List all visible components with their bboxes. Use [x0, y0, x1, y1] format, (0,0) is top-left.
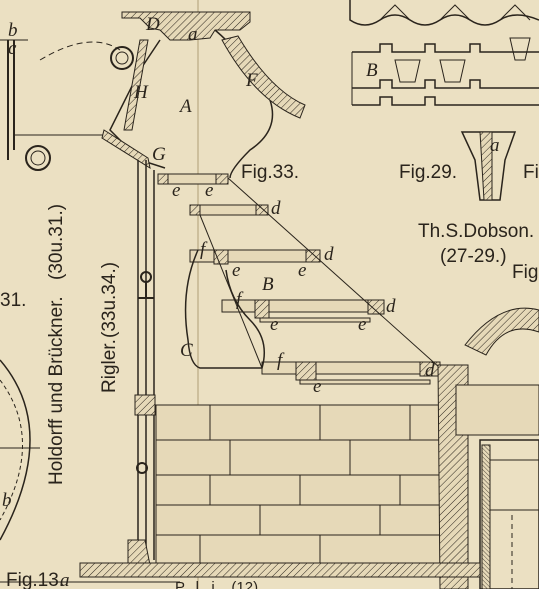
letter-C: C	[180, 340, 193, 361]
letter-e-4: e	[298, 260, 306, 281]
fig-cut-right: Fi	[523, 162, 539, 183]
number-31: 31.	[0, 290, 26, 311]
fig13-caption: Fig.13.	[6, 570, 64, 589]
labels: Fig.33. Fig.29. Fi Fig Th.S.Dobson. (27-…	[0, 14, 539, 589]
letter-e-2: e	[205, 180, 213, 201]
letter-e-6: e	[358, 314, 366, 335]
fig-cut-right-2: Fig	[512, 262, 538, 283]
letter-f-1: f	[200, 239, 208, 260]
letter-e-5: e	[270, 314, 278, 335]
letter-H: H	[133, 82, 149, 103]
letter-e-7: e	[313, 376, 321, 397]
letter-B-dobson: B	[366, 60, 378, 81]
holdorff-ref: (30u.31.)	[46, 204, 67, 280]
letter-f-2: f	[236, 289, 244, 310]
letter-d-1: d	[271, 198, 281, 219]
rigler-figure-33	[0, 11, 539, 589]
letter-A: A	[178, 96, 192, 117]
dobson-author: Th.S.Dobson.	[418, 221, 534, 242]
letter-b-left: b	[8, 20, 18, 41]
letter-a-top: a	[188, 24, 198, 45]
dobson-ref: (27-29.)	[440, 246, 507, 267]
fig29-caption: Fig.29.	[399, 162, 457, 183]
letter-d-4: d	[425, 360, 435, 381]
dobson-figure-top	[349, 0, 539, 26]
letter-e-3: e	[232, 260, 240, 281]
letter-b-lower: b	[2, 490, 12, 511]
letter-D: D	[145, 14, 160, 35]
holdorff-author: Holdorff und Brückner.	[46, 296, 67, 485]
letter-a-fig29: a	[490, 135, 500, 156]
rigler-ref: (33u.34.)	[99, 262, 120, 338]
letter-a-bottom: a	[60, 570, 70, 589]
fig33-caption: Fig.33.	[241, 162, 299, 183]
dobson-figure-29	[460, 131, 517, 201]
letter-G: G	[152, 144, 166, 165]
bottom-cut-caption: P...l...i... (12)	[175, 579, 258, 589]
holdorff-figure	[0, 39, 121, 541]
dobson-figure-b	[351, 37, 539, 106]
letter-B: B	[262, 274, 274, 295]
letter-F: F	[245, 70, 258, 91]
rigler-author: Rigler.	[99, 339, 120, 393]
letter-e-1: e	[172, 180, 180, 201]
letter-f-3: f	[277, 350, 285, 371]
letter-c-left: c	[8, 38, 17, 59]
letter-d-2: d	[324, 244, 334, 265]
letter-d-3: d	[386, 296, 396, 317]
